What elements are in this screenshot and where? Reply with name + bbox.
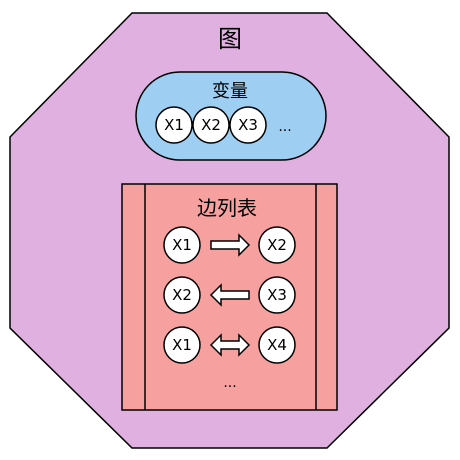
edge-row: X1 X2	[163, 226, 296, 264]
variable-node-x1: X1	[155, 106, 193, 144]
node-circle	[155, 106, 193, 144]
node-label: X1	[172, 236, 192, 254]
node-label: X4	[267, 336, 287, 354]
node-label: X2	[201, 116, 221, 134]
edge-from-node: X2	[163, 276, 201, 314]
edge-from-node: X1	[163, 326, 201, 364]
variables-label: 变量	[212, 81, 248, 102]
edge-to-node: X2	[258, 226, 296, 264]
node-label: X2	[172, 286, 192, 304]
edge-from-node: X1	[163, 226, 201, 264]
edge-to-node: X3	[258, 276, 296, 314]
edge-row: X1 X4	[163, 326, 296, 364]
node-label: X3	[238, 116, 258, 134]
node-label: X2	[267, 236, 287, 254]
node-circle	[163, 326, 201, 364]
node-circle	[163, 276, 201, 314]
edge-row: X2 X3	[163, 276, 296, 314]
arrow-both	[209, 333, 251, 357]
variables-ellipsis: ...	[278, 119, 291, 135]
arrow-right	[210, 233, 251, 257]
node-circle	[163, 226, 201, 264]
arrow-left	[209, 283, 250, 307]
edge-list-label: 边列表	[197, 196, 257, 220]
variable-node-x2: X2	[192, 106, 230, 144]
node-circle	[192, 106, 230, 144]
variable-node-x3: X3	[229, 106, 267, 144]
node-label: X1	[164, 116, 184, 134]
node-circle	[258, 226, 296, 264]
graph-title: 图	[218, 25, 242, 53]
edge-list-ellipsis: ...	[223, 375, 236, 391]
node-label: X3	[267, 286, 287, 304]
node-circle	[258, 326, 296, 364]
node-label: X1	[172, 336, 192, 354]
node-circle	[258, 276, 296, 314]
node-circle	[229, 106, 267, 144]
edge-to-node: X4	[258, 326, 296, 364]
